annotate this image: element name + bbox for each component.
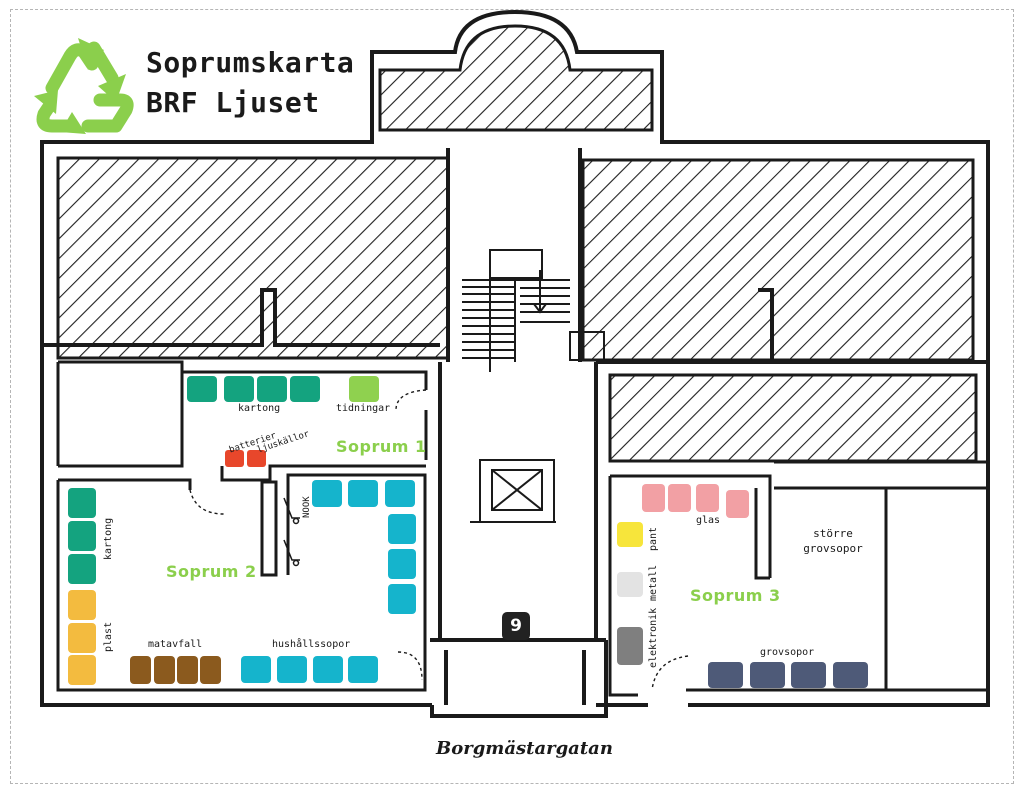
page-border: [10, 9, 1014, 784]
entrance-number-badge: 9: [502, 612, 530, 640]
label-metall: metall: [648, 564, 659, 601]
bins-kartong-side: [68, 488, 96, 584]
bins-grovsopor: [708, 662, 868, 688]
label-tidningar: tidningar: [336, 403, 391, 414]
bin-pant: [617, 522, 643, 547]
hatched-areas: [56, 24, 978, 463]
room-label-soprum-2: Soprum 2: [166, 562, 257, 581]
label-hushallssopor: hushållssopor: [272, 639, 351, 650]
elevator-icon: [470, 459, 556, 523]
bins-glas: [642, 484, 749, 518]
staircase-icon: [462, 249, 605, 372]
label-kartong-top: kartong: [238, 403, 281, 414]
label-pant: pant: [648, 526, 659, 551]
label-plast: plast: [103, 621, 114, 652]
label-storre-grovsopor: större grovsopor: [798, 526, 868, 556]
room-label-soprum-1: Soprum 1: [336, 437, 427, 456]
label-nook: NOOK: [302, 496, 312, 518]
bins-batterier: [225, 450, 266, 467]
map-title: Soprumskarta: [146, 46, 355, 79]
bins-matavfall: [130, 656, 221, 684]
bin-tidningar: [349, 376, 379, 402]
label-storre-line2: grovsopor: [803, 542, 863, 555]
label-matavfall: matavfall: [148, 639, 203, 650]
label-glas: glas: [696, 515, 721, 526]
map-subtitle: BRF Ljuset: [146, 86, 320, 119]
label-storre-line1: större: [813, 527, 853, 540]
label-kartong-side: kartong: [103, 517, 114, 560]
bin-elektronik: [617, 627, 643, 665]
bin-metall: [617, 572, 643, 597]
bins-plast: [68, 590, 96, 685]
recycle-icon: [34, 38, 134, 134]
trolley-icon: [283, 497, 300, 567]
label-grovsopor: grovsopor: [760, 647, 815, 658]
street-name: Borgmästargatan: [436, 738, 613, 759]
room-label-soprum-3: Soprum 3: [690, 586, 781, 605]
bins-kartong-top: [187, 376, 320, 402]
bins-hushallssopor: [241, 480, 416, 683]
label-elektronik: elektronik: [648, 607, 659, 668]
